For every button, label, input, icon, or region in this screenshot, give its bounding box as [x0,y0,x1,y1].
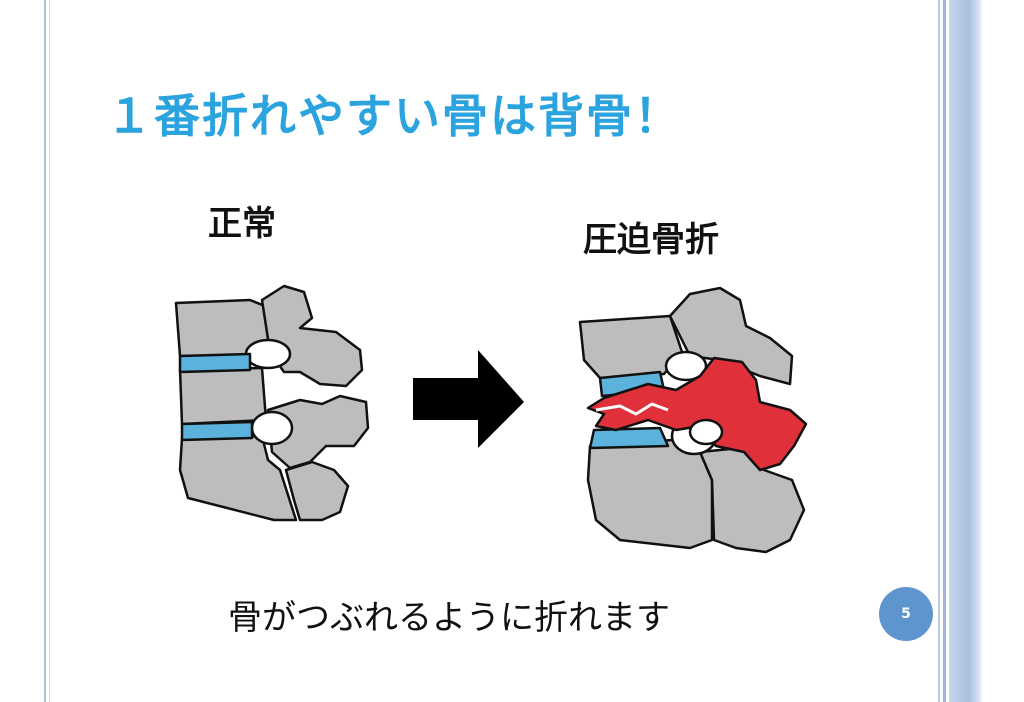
normal-spine-illustration [174,284,370,522]
posterior-process-bottom [284,460,350,522]
fracture-process-bottom [698,446,806,554]
fracture-foramen-top [664,350,708,382]
right-border-line-inner [943,0,946,702]
normal-label: 正常 [208,204,276,244]
foramen-bottom [250,410,294,446]
slide-title: １番折れやすい骨は背骨！ [106,89,682,143]
arrow-icon [413,350,524,448]
left-border-line [44,0,46,702]
disc-lower [180,420,254,442]
page-number-badge: 5 [879,587,933,641]
fractured-vertebra [586,356,808,472]
fracture-body-bottom [586,438,714,550]
left-border-line-inner [49,0,50,702]
fracture-label: 圧迫骨折 [583,220,719,260]
posterior-process-middle [266,394,370,470]
posterior-process-top [260,284,364,388]
disc-upper [178,352,252,374]
fracture-spine-illustration [578,286,808,554]
right-border-line [938,0,940,702]
fracture-disc-lower [588,426,670,450]
fracture-foramen-middle [688,418,724,446]
foramen-top [244,338,292,370]
slide-caption: 骨がつぶれるように折れます [228,598,670,638]
vertebral-body-middle [178,366,268,426]
right-border-band [949,0,1024,702]
fracture-crack-line [595,402,669,416]
